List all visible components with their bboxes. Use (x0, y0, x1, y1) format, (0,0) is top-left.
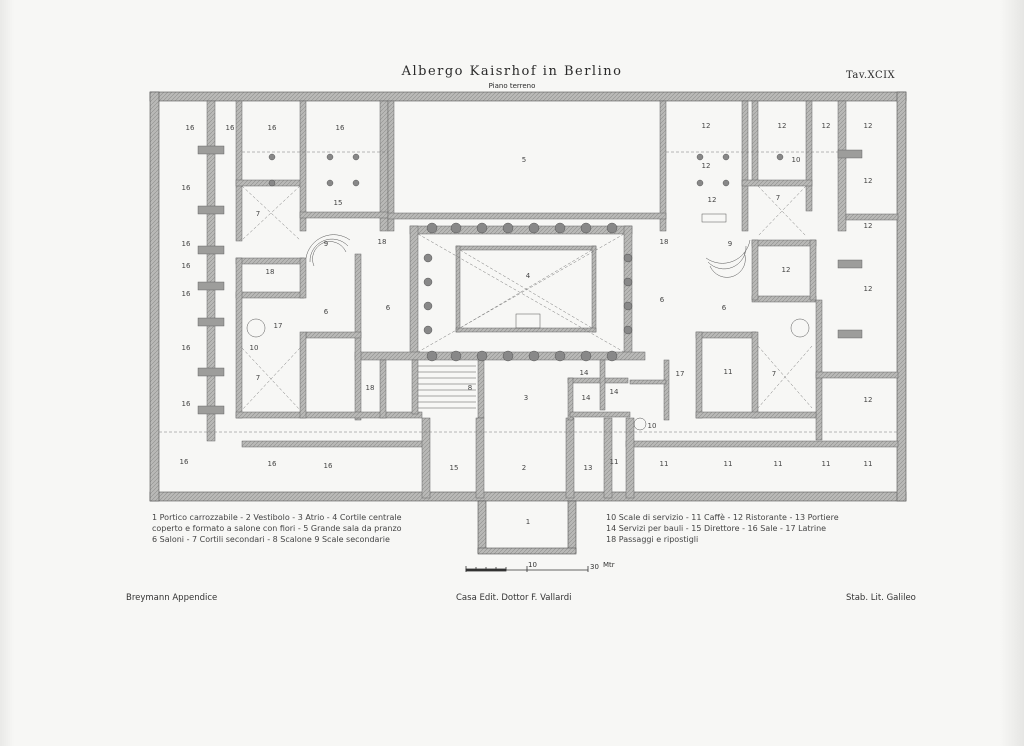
room-label: 3 (524, 394, 528, 402)
room-label: 16 (182, 184, 191, 192)
footer-publisher-left: Breymann Appendice (126, 593, 218, 603)
room-label: 1 (526, 518, 530, 526)
room-label: 16 (186, 124, 195, 132)
room-label: 12 (778, 122, 787, 130)
room-label: 12 (822, 122, 831, 130)
room-label: 12 (702, 162, 711, 170)
room-label: 18 (366, 384, 375, 392)
room-label: 12 (864, 177, 873, 185)
scale-label-end: 30 (590, 563, 599, 571)
room-label: 12 (864, 122, 873, 130)
room-label: 16 (336, 124, 345, 132)
room-label: 10 (648, 422, 657, 430)
legend-line: 1 Portico carrozzabile - 2 Vestibolo - 3… (152, 513, 402, 522)
room-label: 18 (660, 238, 669, 246)
room-label: 11 (724, 368, 733, 376)
room-label: 14 (582, 394, 591, 402)
room-label: 6 (324, 308, 329, 316)
room-label: 15 (450, 464, 459, 472)
scale-bar (465, 566, 589, 572)
room-label: 16 (268, 124, 277, 132)
scale-label-unit: Mtr (603, 561, 615, 569)
room-label: 12 (864, 285, 873, 293)
footer-publisher-center: Casa Edit. Dottor F. Vallardi (456, 593, 572, 603)
legend-line: 10 Scale di servizio - 11 Caffè - 12 Ris… (606, 513, 839, 522)
room-label: 9 (324, 240, 328, 248)
legend-line: 14 Servizi per bauli - 15 Direttore - 16… (606, 524, 827, 533)
room-label: 7 (772, 370, 776, 378)
room-label: 15 (334, 199, 343, 207)
legend-right: 10 Scale di servizio - 11 Caffè - 12 Ris… (606, 512, 839, 545)
legend-line: coperto e formato a salone con fiori - 5… (152, 524, 402, 533)
legend-line: 18 Passaggi e ripostigli (606, 535, 699, 544)
room-label: 14 (580, 369, 589, 377)
room-label: 6 (722, 304, 727, 312)
room-label: 11 (774, 460, 783, 468)
room-label: 16 (182, 344, 191, 352)
room-label: 14 (610, 388, 619, 396)
room-label: 16 (182, 240, 191, 248)
page-title: Albergo Kaisrhof in Berlino (401, 64, 623, 79)
room-label: 12 (708, 196, 717, 204)
staircases (246, 213, 810, 431)
room-label: 7 (776, 194, 780, 202)
room-label: 8 (468, 384, 472, 392)
room-label: 18 (378, 238, 387, 246)
room-label: 10 (250, 344, 259, 352)
room-label: 16 (226, 124, 235, 132)
room-label: 10 (792, 156, 801, 164)
room-label: 7 (256, 210, 260, 218)
room-label: 11 (610, 458, 619, 466)
room-label: 6 (660, 296, 665, 304)
outer-walls (149, 91, 907, 555)
room-label: 12 (702, 122, 711, 130)
room-label: 16 (182, 290, 191, 298)
plate-number: Tav.XCIX (846, 70, 896, 81)
room-label: 11 (660, 460, 669, 468)
room-label: 11 (864, 460, 873, 468)
room-labels: 16 16 16 16 16 16 16 16 16 16 16 16 16 1… (180, 122, 873, 526)
room-label: 18 (266, 268, 275, 276)
room-label: 5 (522, 156, 526, 164)
room-label: 2 (522, 464, 526, 472)
legend-left: 1 Portico carrozzabile - 2 Vestibolo - 3… (152, 512, 402, 545)
room-label: 16 (182, 400, 191, 408)
room-label: 16 (268, 460, 277, 468)
room-label: 6 (386, 304, 391, 312)
room-label: 16 (182, 262, 191, 270)
room-label: 17 (274, 322, 283, 330)
footer-printer: Stab. Lit. Galileo (846, 593, 916, 603)
court-columns (268, 153, 784, 362)
skylight-lines (159, 151, 897, 433)
room-label: 9 (728, 240, 732, 248)
room-label: 11 (822, 460, 831, 468)
room-label: 16 (324, 462, 333, 470)
piers (197, 145, 863, 415)
room-label: 4 (526, 272, 531, 280)
room-label: 7 (256, 374, 260, 382)
room-label: 13 (584, 464, 593, 472)
room-label: 12 (864, 222, 873, 230)
page-subtitle: Piano terreno (488, 82, 536, 90)
room-label: 17 (676, 370, 685, 378)
room-label: 16 (180, 458, 189, 466)
room-label: 12 (864, 396, 873, 404)
room-label: 12 (782, 266, 791, 274)
room-label: 11 (724, 460, 733, 468)
scale-label-mid: 10 (528, 561, 537, 569)
legend-line: 6 Saloni - 7 Cortili secondari - 8 Scalo… (152, 535, 390, 544)
interior-walls (206, 100, 899, 499)
